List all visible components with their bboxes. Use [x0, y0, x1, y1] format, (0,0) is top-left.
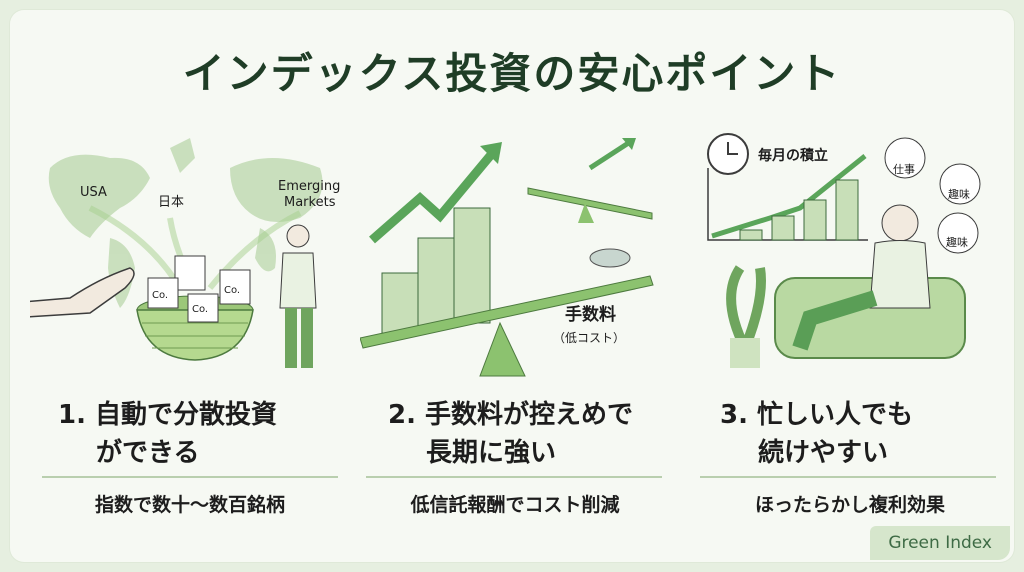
point-2-subtitle: 低信託報酬でコスト削減: [410, 494, 620, 516]
rising-line-icon: [711, 154, 867, 239]
fee-label: 手数料: [565, 304, 616, 325]
savings-coin-stacks: [739, 179, 859, 241]
map-label-japan: 日本: [158, 195, 184, 210]
reaching-hand-icon: [30, 267, 135, 318]
point-1-subtitle: 指数で数十〜数百銘柄: [94, 494, 285, 516]
svg-text:Co.: Co.: [224, 285, 240, 296]
divider-3: [700, 476, 996, 478]
bubble-hobby-2: [937, 212, 979, 254]
page-title: インデックス投資の安心ポイント: [182, 49, 842, 98]
growth-arrow-icon: [369, 147, 499, 244]
diversification-illustration: USA 日本 Emerging Markets Co. Co. Co.: [30, 128, 340, 378]
fee-sublabel: （低コスト）: [553, 331, 625, 345]
divider-2: [366, 476, 662, 478]
plant-icon: [726, 265, 766, 351]
svg-text:Co.: Co.: [192, 304, 208, 315]
point-2-heading: 2. 手数料が控えめで 長期に強い: [388, 400, 634, 468]
point-3-heading: 3. 忙しい人でも 続けやすい: [720, 400, 914, 468]
relaxing-person-illustration: 毎月の積立 仕事 趣味 趣味: [707, 133, 981, 368]
scale-beam: [360, 275, 654, 349]
coin-scale-illustration: 手数料 （低コスト）: [360, 138, 654, 377]
company-cards: Co. Co. Co.: [147, 255, 251, 323]
map-label-markets: Markets: [284, 195, 336, 210]
svg-text:仕事: 仕事: [893, 163, 915, 176]
easy-to-continue-illustration: 毎月の積立 仕事 趣味 趣味: [690, 128, 1000, 378]
investor-person-icon: [279, 224, 317, 368]
divider-1: [42, 476, 338, 478]
svg-text:趣味: 趣味: [946, 235, 968, 249]
small-scale-icon: [527, 187, 653, 220]
svg-text:趣味: 趣味: [948, 187, 970, 201]
map-label-emerging: Emerging: [278, 179, 340, 194]
brand-label: Green Index: [870, 526, 1010, 560]
world-map-basket-illustration: USA 日本 Emerging Markets Co. Co. Co.: [30, 138, 340, 368]
point-1-heading: 1. 自動で分散投資 ができる: [58, 400, 278, 468]
bubble-hobby-1: [939, 163, 981, 205]
bubble-work: [884, 137, 926, 179]
plan-label: 毎月の積立: [758, 147, 828, 164]
map-label-usa: USA: [80, 185, 107, 200]
point-3-subtitle: ほったらかし複利効果: [754, 494, 945, 516]
svg-text:Co.: Co.: [152, 290, 168, 301]
coin-stacks-icon: [381, 207, 491, 334]
low-fee-illustration: 手数料 （低コスト）: [360, 128, 670, 378]
relaxing-person-icon: [881, 204, 919, 242]
